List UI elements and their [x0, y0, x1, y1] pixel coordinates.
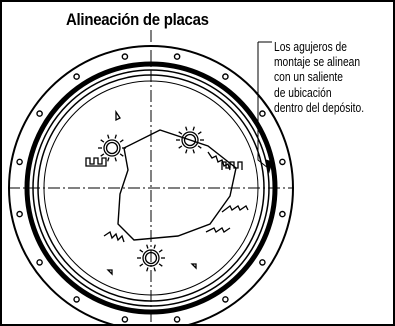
mounting-hole: [279, 158, 286, 166]
plate-cutout: [117, 129, 237, 241]
callout-line: Los agujeros de: [274, 40, 347, 54]
post-fittings: [98, 126, 204, 272]
mounting-hole: [121, 53, 129, 60]
mounting-hole: [73, 73, 80, 80]
mounting-hole: [279, 210, 286, 218]
callout-line: dentro del depósito.: [274, 100, 365, 115]
mounting-hole: [173, 316, 181, 323]
locator-leader: [257, 41, 273, 174]
mounting-hole: [259, 259, 266, 266]
post-fitting: [176, 126, 204, 154]
mounting-hole: [73, 296, 80, 303]
mounting-hole: [16, 158, 23, 166]
callout-line: de ubicación: [274, 85, 332, 100]
mounting-hole: [36, 110, 43, 117]
mounting-hole: [222, 73, 229, 80]
post-fitting: [98, 134, 126, 162]
mounting-hole: [121, 316, 129, 323]
post-fitting: [137, 244, 165, 272]
callout-line: montaje se alinean: [274, 55, 361, 70]
mounting-hole: [222, 296, 229, 303]
mounting-hole: [259, 110, 266, 117]
center-lines: [8, 30, 294, 322]
mounting-hole: [16, 210, 23, 218]
callout-note: Los agujeros de montaje se alinean con u…: [274, 40, 364, 116]
mounting-hole: [36, 259, 43, 266]
mounting-hole: [173, 53, 181, 60]
callout-line: con un saliente: [274, 70, 343, 85]
bracket-marks: [85, 109, 249, 276]
page-title: Alineación de placas: [66, 10, 209, 29]
mounting-holes: [16, 53, 286, 323]
